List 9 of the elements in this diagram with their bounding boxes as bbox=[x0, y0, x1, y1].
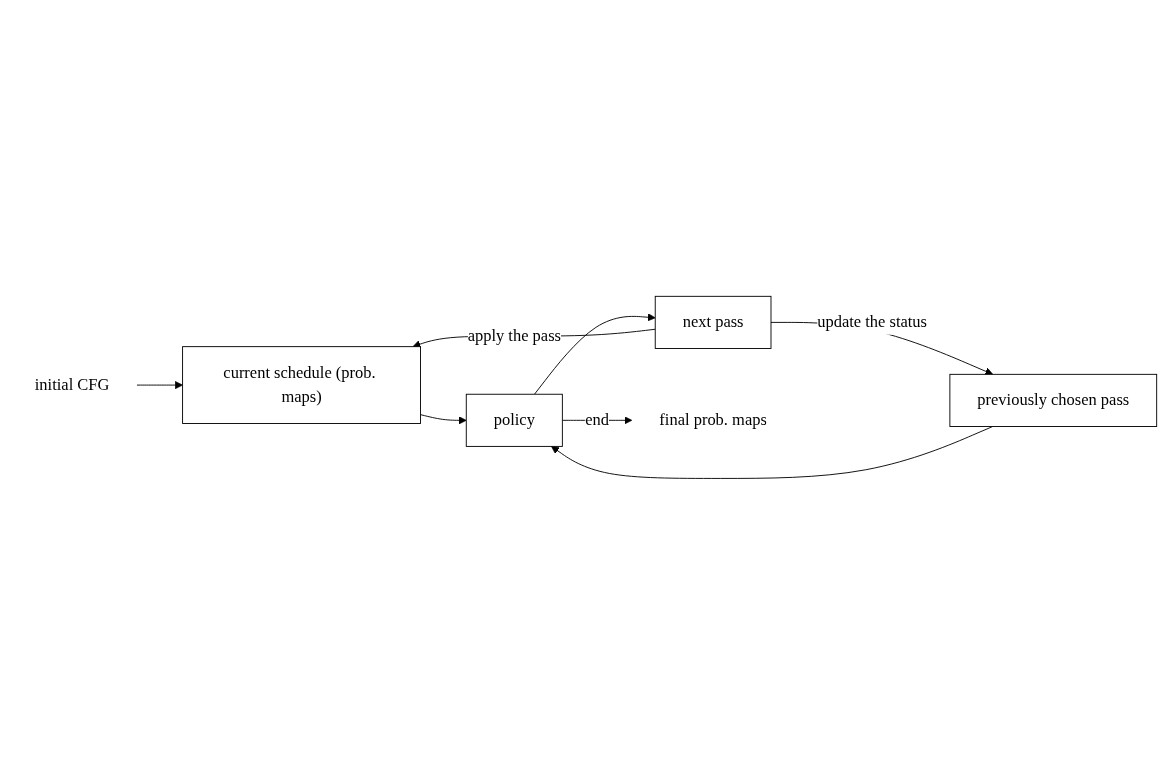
edge-label: update the status bbox=[817, 312, 927, 332]
node-box: current schedule (prob. maps) bbox=[182, 346, 421, 425]
node-box: previously chosen pass bbox=[949, 374, 1158, 428]
node-box: next pass bbox=[654, 296, 772, 350]
edge-label: end bbox=[585, 410, 610, 430]
node-text: final prob. maps bbox=[659, 410, 767, 430]
node-text: initial CFG bbox=[34, 375, 110, 394]
node-box: policy bbox=[465, 393, 563, 447]
edge-label: apply the pass bbox=[467, 326, 561, 345]
